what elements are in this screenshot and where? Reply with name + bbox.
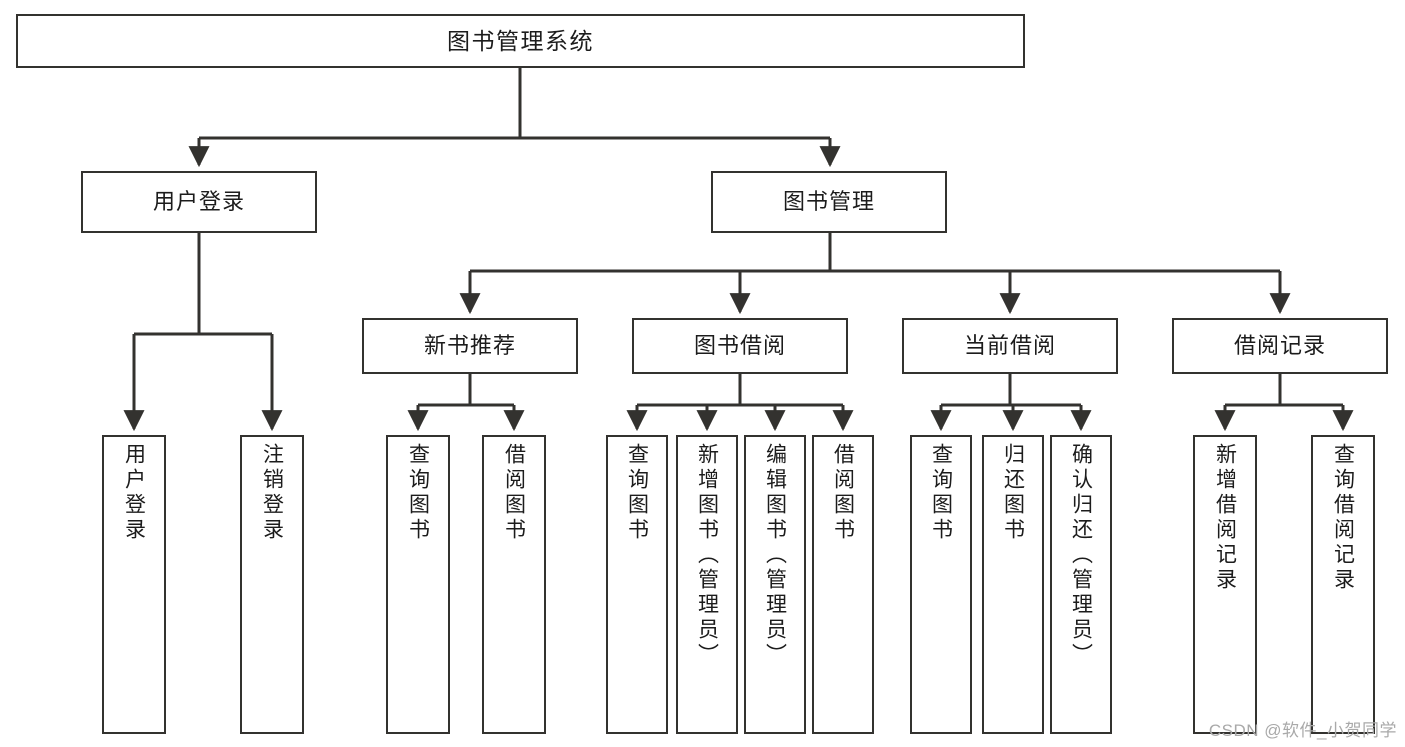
leaf-query-record[interactable]: 查询借阅记录 <box>1311 435 1375 734</box>
node-borrow-record-label: 借阅记录 <box>1233 333 1326 359</box>
node-user-login-label: 用户登录 <box>152 189 245 215</box>
leaf-edit-book[interactable]: 编辑图书（管理员） <box>744 435 806 734</box>
node-new-book-rec[interactable]: 新书推荐 <box>362 318 578 374</box>
node-current-borrow[interactable]: 当前借阅 <box>902 318 1118 374</box>
leaf-user-login[interactable]: 用户登录 <box>102 435 166 734</box>
leaf-confirm-return-label: 确认归还（管理员） <box>1069 443 1093 668</box>
leaf-query-book-rec[interactable]: 查询图书 <box>386 435 450 734</box>
leaf-query-book-borrow[interactable]: 查询图书 <box>606 435 668 734</box>
leaf-query-book-borrow-label: 查询图书 <box>625 443 649 543</box>
node-book-borrow[interactable]: 图书借阅 <box>632 318 848 374</box>
node-user-login[interactable]: 用户登录 <box>81 171 317 233</box>
leaf-add-book[interactable]: 新增图书（管理员） <box>676 435 738 734</box>
leaf-borrow-book-rec[interactable]: 借阅图书 <box>482 435 546 734</box>
leaf-edit-book-label: 编辑图书（管理员） <box>763 443 787 668</box>
leaf-query-book-cur[interactable]: 查询图书 <box>910 435 972 734</box>
node-book-manage[interactable]: 图书管理 <box>711 171 947 233</box>
leaf-borrow-book[interactable]: 借阅图书 <box>812 435 874 734</box>
node-current-borrow-label: 当前借阅 <box>963 333 1056 359</box>
leaf-return-book[interactable]: 归还图书 <box>982 435 1044 734</box>
leaf-confirm-return[interactable]: 确认归还（管理员） <box>1050 435 1112 734</box>
leaf-borrow-book-label: 借阅图书 <box>831 443 855 543</box>
leaf-add-book-label: 新增图书（管理员） <box>695 443 719 668</box>
leaf-user-logout-label: 注销登录 <box>260 443 284 543</box>
leaf-query-book-cur-label: 查询图书 <box>929 443 953 543</box>
leaf-user-login-label: 用户登录 <box>122 443 146 543</box>
leaf-borrow-book-rec-label: 借阅图书 <box>502 443 526 543</box>
leaf-user-logout[interactable]: 注销登录 <box>240 435 304 734</box>
leaf-query-record-label: 查询借阅记录 <box>1331 443 1355 593</box>
csdn-watermark: CSDN @软件_小贺同学 <box>1208 721 1397 740</box>
node-root[interactable]: 图书管理系统 <box>16 14 1025 68</box>
node-borrow-record[interactable]: 借阅记录 <box>1172 318 1388 374</box>
leaf-add-record-label: 新增借阅记录 <box>1213 443 1237 593</box>
leaf-query-book-rec-label: 查询图书 <box>406 443 430 543</box>
leaf-return-book-label: 归还图书 <box>1001 443 1025 543</box>
node-book-manage-label: 图书管理 <box>782 189 875 215</box>
node-root-label: 图书管理系统 <box>447 27 594 54</box>
node-book-borrow-label: 图书借阅 <box>693 333 786 359</box>
node-new-book-rec-label: 新书推荐 <box>423 333 516 359</box>
leaf-add-record[interactable]: 新增借阅记录 <box>1193 435 1257 734</box>
